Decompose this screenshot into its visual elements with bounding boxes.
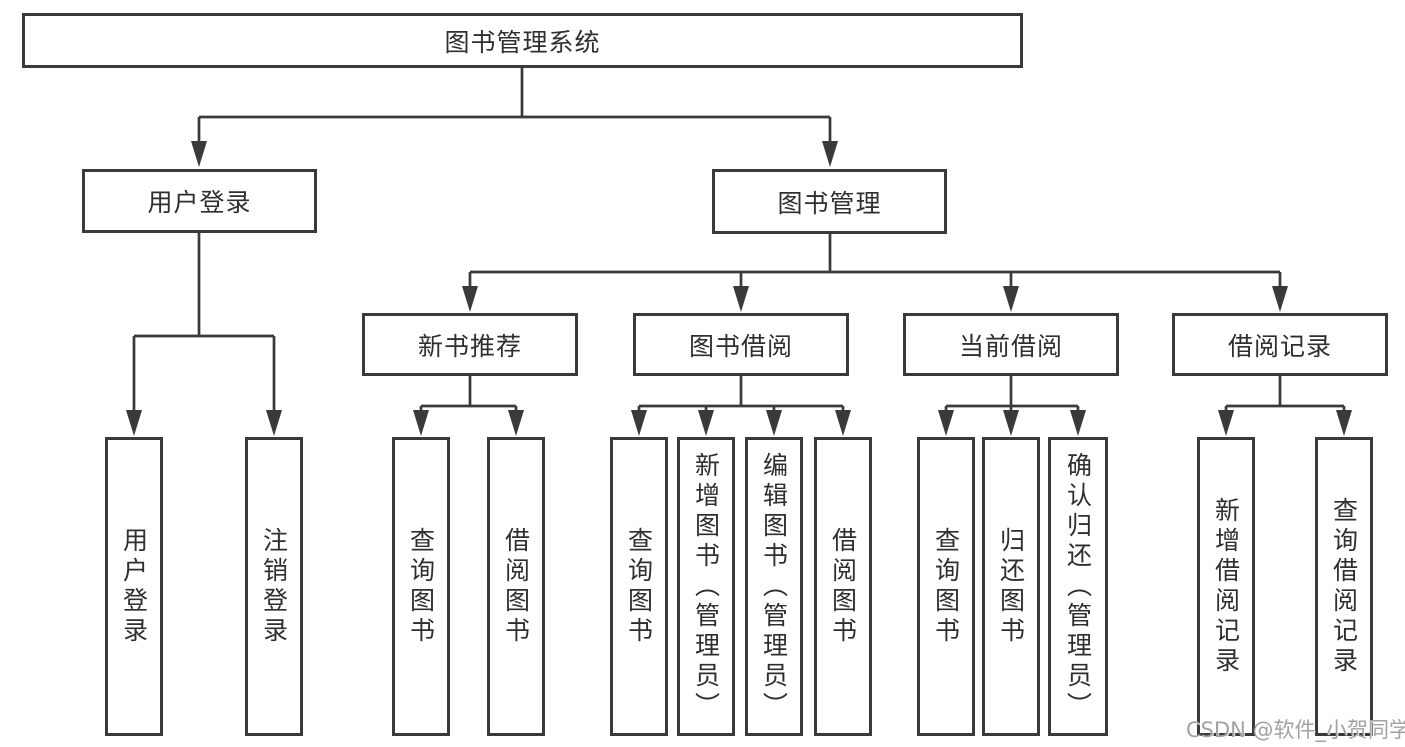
node-book-borrow: 图书借阅 <box>633 313 849 376</box>
arrowheads <box>126 141 1352 436</box>
leaf-add-book-admin: 新增图书（管理员） <box>677 437 735 736</box>
leaf-user-login-label: 用户登录 <box>119 526 149 647</box>
leaf-return-book: 归还图书 <box>982 437 1040 736</box>
node-new-book-recommend-label: 新书推荐 <box>417 331 522 361</box>
node-book-management-branch-label: 图书管理 <box>777 188 882 218</box>
node-current-borrow: 当前借阅 <box>903 313 1119 376</box>
leaf-borrow-books-label: 借阅图书 <box>828 526 858 647</box>
leaf-query-books-recommend-label: 查询图书 <box>406 526 436 647</box>
leaf-borrow-books: 借阅图书 <box>814 437 872 736</box>
leaf-borrow-books-recommend-label: 借阅图书 <box>501 526 531 647</box>
leaf-edit-book-admin: 编辑图书（管理员） <box>745 437 803 736</box>
leaf-add-borrow-record: 新增借阅记录 <box>1197 437 1255 736</box>
node-borrow-records-label: 借阅记录 <box>1227 331 1332 361</box>
node-user-login-branch: 用户登录 <box>82 169 317 233</box>
leaf-query-borrow-record-label: 查询借阅记录 <box>1329 496 1359 677</box>
leaf-confirm-return-admin-label: 确认归还（管理员） <box>1063 451 1093 722</box>
leaf-query-books-current: 查询图书 <box>917 437 975 736</box>
node-borrow-records: 借阅记录 <box>1172 313 1388 376</box>
node-library-system: 图书管理系统 <box>22 13 1023 68</box>
leaf-add-borrow-record-label: 新增借阅记录 <box>1211 496 1241 677</box>
leaf-query-borrow-record: 查询借阅记录 <box>1315 437 1373 736</box>
node-current-borrow-label: 当前借阅 <box>958 331 1063 361</box>
node-library-system-label: 图书管理系统 <box>444 27 601 57</box>
leaf-user-login: 用户登录 <box>105 437 163 736</box>
leaf-query-books-borrow-label: 查询图书 <box>624 526 654 647</box>
node-new-book-recommend: 新书推荐 <box>362 313 578 376</box>
node-user-login-branch-label: 用户登录 <box>147 188 252 217</box>
leaf-confirm-return-admin: 确认归还（管理员） <box>1048 437 1108 736</box>
leaf-logout: 注销登录 <box>245 437 303 736</box>
leaf-return-book-label: 归还图书 <box>996 526 1026 647</box>
leaf-borrow-books-recommend: 借阅图书 <box>487 437 545 736</box>
node-book-borrow-label: 图书借阅 <box>688 331 793 361</box>
leaf-edit-book-admin-label: 编辑图书（管理员） <box>759 451 789 722</box>
csdn-watermark: CSDN @软件_小贺同学 <box>1186 718 1405 742</box>
leaf-query-books-current-label: 查询图书 <box>931 526 961 647</box>
node-book-management-branch: 图书管理 <box>712 169 947 234</box>
leaf-query-books-recommend: 查询图书 <box>392 437 450 736</box>
leaf-logout-label: 注销登录 <box>259 526 289 647</box>
leaf-query-books-borrow: 查询图书 <box>610 437 668 736</box>
leaf-add-book-admin-label: 新增图书（管理员） <box>691 451 721 722</box>
